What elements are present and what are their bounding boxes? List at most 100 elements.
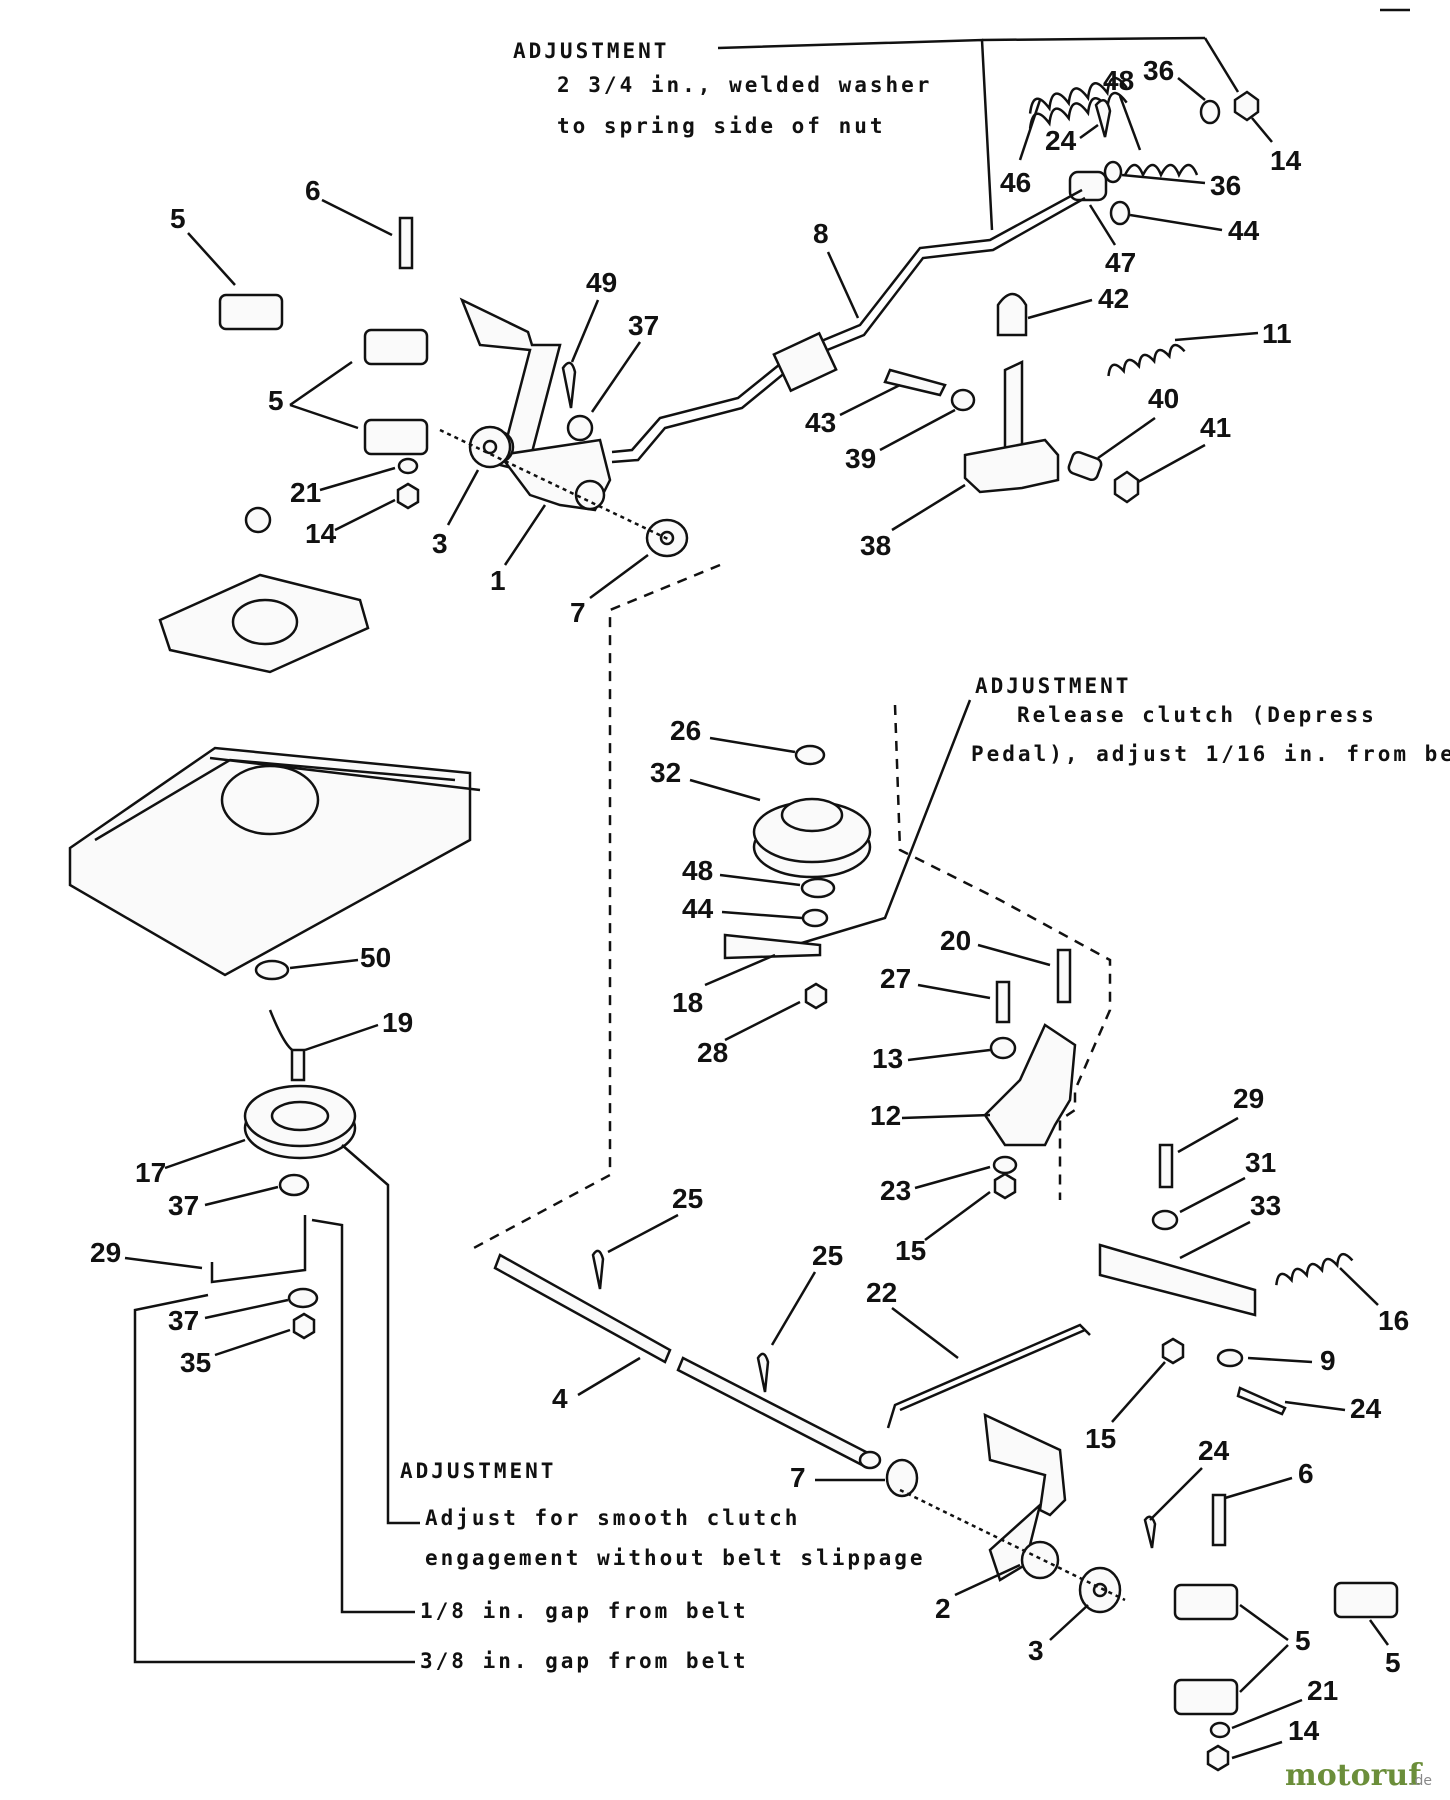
spring-48-part xyxy=(1123,163,1199,179)
rod-19-part xyxy=(268,1009,301,1053)
callout-5b: 5 xyxy=(268,385,284,416)
nut-14-part xyxy=(1233,90,1260,122)
callout-44-mid: 44 xyxy=(682,893,714,924)
spring-11-part xyxy=(1107,343,1186,377)
callout-22: 22 xyxy=(866,1277,897,1308)
note-clutch-line3: 1/8 in. gap from belt xyxy=(420,1599,749,1623)
pedal-1-part xyxy=(459,297,612,512)
callout-14-right: 14 xyxy=(1270,145,1302,176)
washer-7-low-part xyxy=(885,1458,919,1498)
callout-38: 38 xyxy=(860,530,891,561)
nut-35-part xyxy=(292,1312,316,1340)
washer-50-part xyxy=(254,959,290,981)
callout-43: 43 xyxy=(805,407,836,438)
callout-32: 32 xyxy=(650,757,681,788)
belt-path-right xyxy=(893,704,1112,1200)
nut-28-part xyxy=(804,982,828,1010)
callout-8: 8 xyxy=(813,218,829,249)
callout-14-top: 14 xyxy=(305,518,337,549)
callout-15-upper: 15 xyxy=(895,1235,926,1266)
note-clutch-heading: ADJUSTMENT xyxy=(400,1459,556,1483)
callout-40: 40 xyxy=(1148,383,1179,414)
pin-25-a-part xyxy=(591,1249,605,1290)
trunnion-47-part xyxy=(1068,170,1108,202)
callout-12: 12 xyxy=(870,1100,901,1131)
pulley-17-part xyxy=(243,1084,357,1160)
callout-24-right: 24 xyxy=(1350,1393,1382,1424)
callout-2: 2 xyxy=(935,1593,951,1624)
clamp-5-a-part xyxy=(218,293,284,331)
callout-37-top: 37 xyxy=(628,310,659,341)
pin-24-low-part xyxy=(1143,1515,1157,1549)
washer-46-part xyxy=(800,877,836,899)
note-rod-line1: 2 3/4 in., welded washer xyxy=(557,73,932,97)
bushing-13-part xyxy=(989,1036,1017,1060)
callout-25-a: 25 xyxy=(672,1183,703,1214)
callout-16: 16 xyxy=(1378,1305,1409,1336)
pin-25-b-part xyxy=(756,1352,770,1393)
callout-17: 17 xyxy=(135,1157,166,1188)
callout-47: 47 xyxy=(1105,247,1136,278)
mower-deck-part xyxy=(68,746,472,977)
bar-33-part xyxy=(1098,1243,1257,1317)
washer-31-part xyxy=(1151,1209,1179,1231)
callout-42: 42 xyxy=(1098,283,1129,314)
nut-15-lower-part xyxy=(1161,1337,1185,1365)
rod-29-part xyxy=(210,1215,307,1284)
belt-path-left xyxy=(469,563,721,1252)
callout-labels: 5 6 5 21 14 3 1 7 49 37 8 46 24 48 36 14… xyxy=(90,55,1409,1760)
callout-49: 49 xyxy=(586,267,617,298)
callout-6: 6 xyxy=(305,175,321,206)
callout-27: 27 xyxy=(880,963,911,994)
rod-ferrule-part xyxy=(772,331,838,393)
note-idler-heading: ADJUSTMENT xyxy=(975,674,1131,698)
callout-46: 48 xyxy=(682,855,713,886)
spacer-40-part xyxy=(1067,450,1103,482)
callout-29: 29 xyxy=(90,1237,121,1268)
callout-36-mid: 36 xyxy=(1210,170,1241,201)
pedal-2-part xyxy=(983,1412,1067,1582)
note-rod-leader-2 xyxy=(1203,37,1240,93)
nut-41-part xyxy=(1113,470,1140,504)
callout-44-top: 44 xyxy=(1228,215,1260,246)
callout-36-top: 36 xyxy=(1143,55,1174,86)
bolt-43-part xyxy=(883,368,947,397)
pin-24-right-part xyxy=(1236,1386,1287,1416)
spring-16-part xyxy=(1275,1252,1354,1286)
callout-7-low: 7 xyxy=(790,1462,806,1493)
note-rod-heading: ADJUSTMENT xyxy=(513,39,669,63)
arm-12-part xyxy=(983,1023,1077,1147)
watermark-brand: motoruf xyxy=(1285,1758,1423,1793)
callout-20: 20 xyxy=(940,925,971,956)
callout-25-b: 25 xyxy=(812,1240,843,1271)
callout-35: 35 xyxy=(180,1347,211,1378)
callout-39: 39 xyxy=(845,443,876,474)
callout-21-top: 21 xyxy=(290,477,321,508)
bracket-38-part xyxy=(963,360,1060,494)
note-rod-line2: to spring side of nut xyxy=(557,114,886,138)
callout-50: 50 xyxy=(360,942,391,973)
note-clutch-leader-2 xyxy=(311,1218,415,1614)
callout-48: 48 xyxy=(1103,65,1134,96)
callout-26: 26 xyxy=(670,715,701,746)
callout-33: 33 xyxy=(1250,1190,1281,1221)
callout-1: 1 xyxy=(490,565,506,596)
callout-23: 23 xyxy=(880,1175,911,1206)
bolt-6-low-part xyxy=(1211,1493,1227,1547)
washer-21-low-part xyxy=(1209,1721,1231,1739)
callout-5-low: 5 xyxy=(1295,1625,1311,1656)
callout-13: 13 xyxy=(872,1043,903,1074)
nut-14-low-part xyxy=(1206,1744,1230,1772)
callout-14-low: 14 xyxy=(1288,1715,1320,1746)
washer-37-top-part xyxy=(566,414,594,442)
callout-7-top: 7 xyxy=(570,597,586,628)
pin-24-part xyxy=(1094,98,1112,138)
bolt-20-part xyxy=(1056,948,1072,1004)
note-clutch-leader-1 xyxy=(341,1144,420,1525)
callout-24-top: 24 xyxy=(1045,125,1077,156)
callout-5: 5 xyxy=(170,203,186,234)
spacer-39-part xyxy=(950,388,976,412)
note-clutch-line1: Adjust for smooth clutch xyxy=(425,1506,800,1530)
